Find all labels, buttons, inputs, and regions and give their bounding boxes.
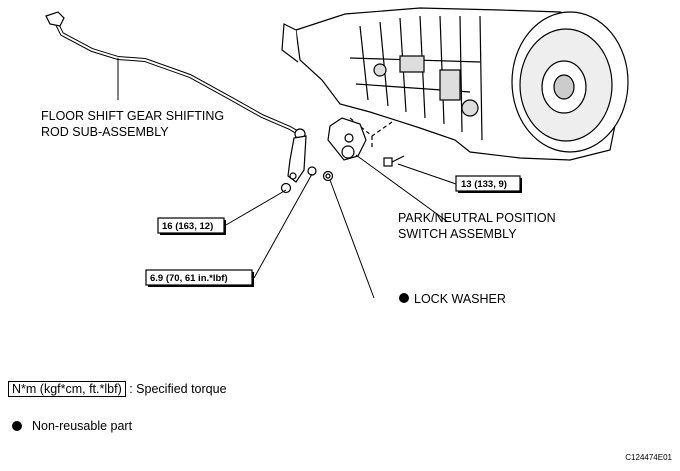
transmission-illustration: [281, 7, 629, 161]
legend-torque: N*m (kgf*cm, ft.*lbf) : Specified torque: [8, 381, 227, 397]
bolt-illustration: [383, 155, 405, 167]
nonreusable-dot-icon: [12, 421, 22, 431]
torque-box-nut: 16 (163, 12): [157, 217, 226, 235]
torque-nut-value: 16 (163, 12): [162, 221, 213, 232]
switch-label-line2: SWITCH ASSEMBLY: [398, 227, 517, 241]
lock-washer-label: LOCK WASHER: [414, 292, 506, 306]
figure-code: C124474E01: [625, 453, 672, 462]
legend-nonreusable: Non-reusable part: [12, 419, 132, 433]
torque-lever-nut-value: 6.9 (70, 61 in.*lbf): [150, 273, 228, 284]
legend-nonreusable-text: Non-reusable part: [32, 419, 133, 433]
torque-box-lever-nut: 6.9 (70, 61 in.*lbf): [145, 269, 254, 287]
torque-bolt-value: 13 (133, 9): [461, 179, 507, 190]
nut-illustration: [280, 182, 292, 194]
leader-lines: [117, 58, 457, 299]
park-neutral-switch-illustration: [327, 117, 367, 161]
shift-rod-illustration: [45, 11, 307, 183]
shift-rod-label-line2: ROD SUB-ASSEMBLY: [41, 125, 169, 139]
lock-washer-nonreusable-icon: [399, 293, 409, 303]
lock-washer-illustration: [322, 170, 334, 182]
switch-label-line1: PARK/NEUTRAL POSITION: [398, 211, 556, 225]
legend-torque-unit: N*m (kgf*cm, ft.*lbf): [8, 381, 126, 397]
legend-torque-desc: : Specified torque: [129, 382, 227, 396]
torque-box-bolt: 13 (133, 9): [455, 175, 522, 193]
lever-nut-illustration: [307, 166, 317, 176]
shift-rod-label-line1: FLOOR SHIFT GEAR SHIFTING: [41, 109, 224, 123]
